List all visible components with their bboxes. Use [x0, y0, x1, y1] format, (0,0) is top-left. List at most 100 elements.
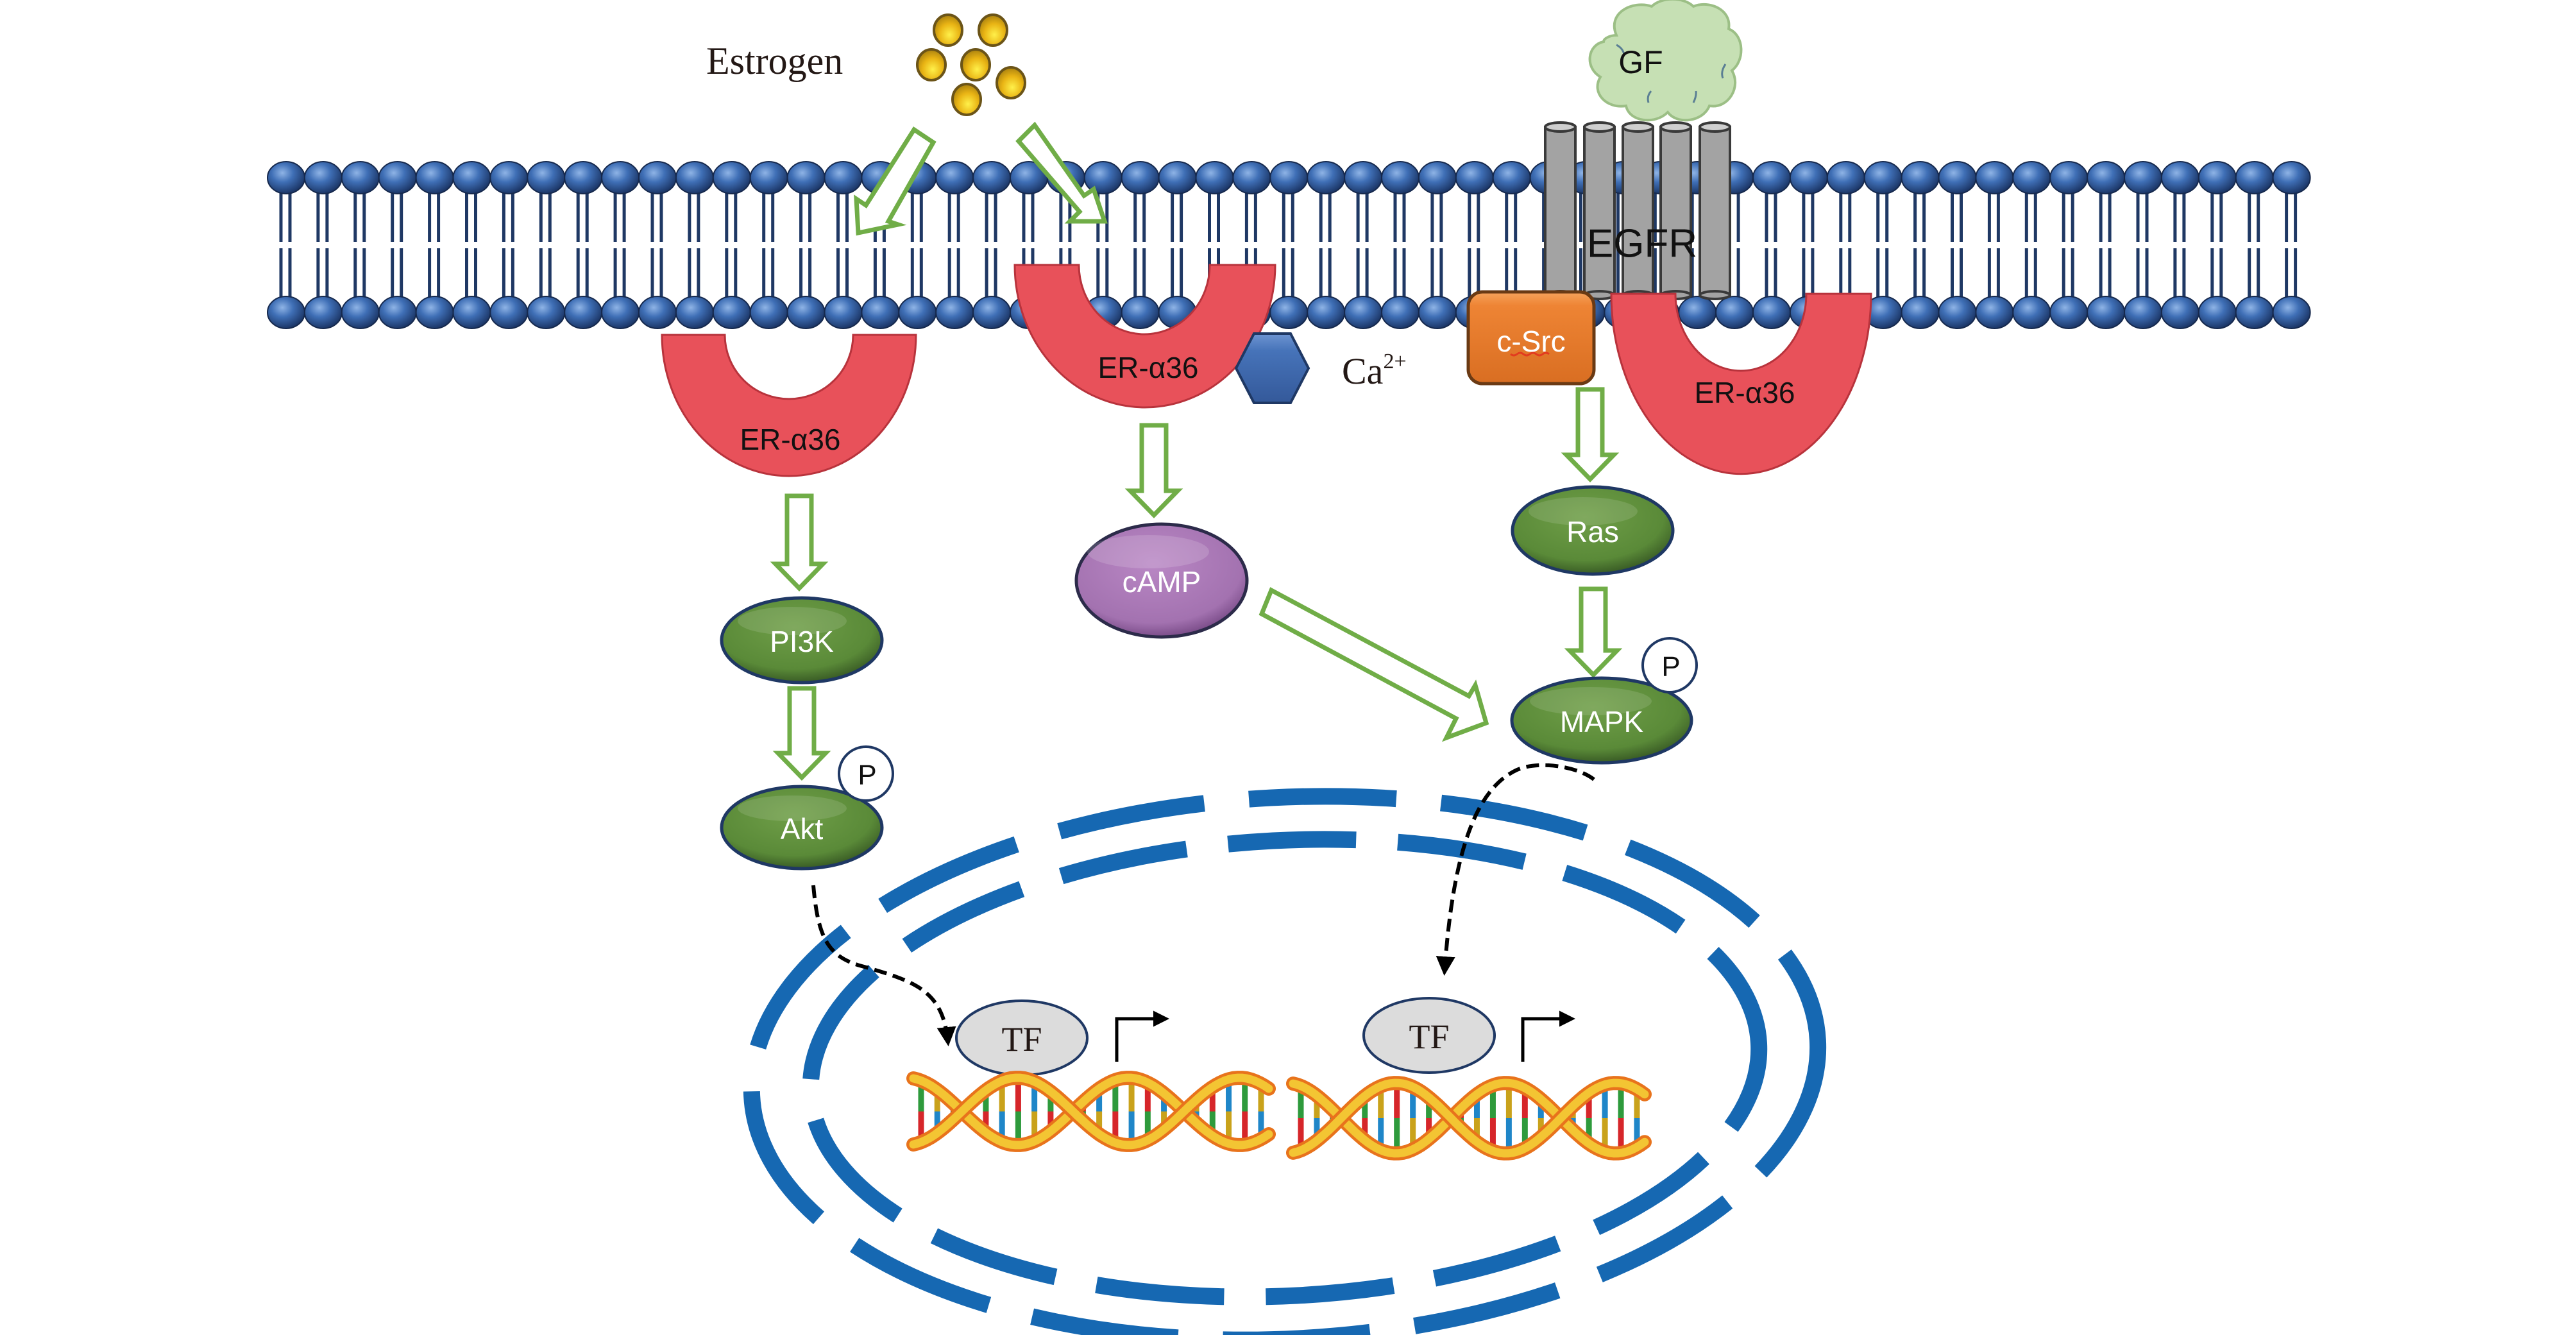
mapk-phospho-circle: [1641, 637, 1698, 693]
akt-phospho-circle: [838, 745, 894, 802]
plasma-membrane: [267, 161, 2311, 329]
lipid-head: [2272, 296, 2311, 329]
lipid-head: [824, 296, 863, 329]
phospholipid-pair: [415, 161, 454, 329]
phospholipid-pair: [2235, 161, 2274, 329]
dna-backbone-highlight: [909, 1073, 1273, 1150]
lipid-head: [267, 296, 305, 329]
tf-right-node: [1362, 997, 1496, 1074]
phospholipid-pair: [1901, 161, 1940, 329]
egfr-receptor: [1544, 121, 1731, 300]
lipid-head: [564, 296, 603, 329]
phospholipid-pair: [601, 161, 640, 329]
lipid-head: [1789, 161, 1828, 194]
lipid-head: [2087, 296, 2126, 329]
phospholipid-pair: [972, 161, 1012, 329]
csrc-to-ras-arrow: [1561, 387, 1620, 483]
lipid-head: [1121, 161, 1160, 194]
lipid-head: [1678, 296, 1717, 329]
ras-node: [1511, 485, 1675, 576]
lipid-head: [2235, 296, 2274, 329]
lipid-head: [2272, 161, 2311, 194]
egfr-cylinder: [1699, 121, 1731, 300]
er-alpha36-left-label: ER-α36: [740, 423, 841, 456]
lipid-head: [1269, 296, 1309, 329]
lipid-head: [1938, 161, 1977, 194]
calcium-symbol: Ca: [1342, 350, 1383, 392]
lipid-head: [1492, 161, 1531, 194]
lipid-head: [601, 161, 640, 194]
camp-label: cAMP: [1123, 565, 1201, 599]
lipid-head: [1344, 296, 1383, 329]
phospholipid-pair: [527, 161, 566, 329]
calcium-ion-hexagon: [1234, 332, 1310, 404]
lipid-head: [972, 296, 1012, 329]
pi3k-to-akt-arrow: [772, 686, 831, 781]
calcium-label: Ca2+: [1342, 350, 1407, 392]
lipid-head: [749, 296, 788, 329]
lipid-head: [2235, 161, 2274, 194]
lipid-head: [1752, 296, 1791, 329]
phospholipid-pair: [1938, 161, 1977, 329]
phospholipid-pair: [1158, 161, 1197, 329]
estrogen-entry-arrow-right: [1015, 121, 1108, 224]
lipid-head: [2012, 296, 2051, 329]
tf-left-label: TF: [1001, 1020, 1042, 1059]
phospholipid-pair: [1418, 161, 1457, 329]
er-alpha36-middle: [1013, 264, 1276, 409]
phospholipid-pair: [564, 161, 603, 329]
er-to-camp-arrow: [1124, 423, 1183, 519]
phospholipid-pair: [749, 161, 788, 329]
er-to-pi3k-arrow: [770, 493, 829, 592]
phospholipid-pair: [452, 161, 491, 329]
phospholipid-pair: [1381, 161, 1419, 329]
phospholipid-pair: [2049, 161, 2089, 329]
lipid-head: [1975, 296, 2014, 329]
lipid-head: [415, 161, 454, 194]
lipid-head: [1381, 161, 1419, 194]
phospholipid-pair: [1863, 161, 1902, 329]
ras-to-mapk-arrow: [1564, 586, 1623, 679]
phospholipid-pair: [712, 161, 751, 329]
phospholipid-pair: [786, 161, 826, 329]
lipid-head: [1752, 161, 1791, 194]
lipid-head: [712, 161, 751, 194]
estrogen-molecule: [960, 48, 991, 81]
lipid-head: [1344, 161, 1383, 194]
phospholipid-pair: [341, 161, 380, 329]
lipid-head: [267, 161, 305, 194]
phospholipid-pair: [1975, 161, 2014, 329]
phospholipid-pair: [489, 161, 529, 329]
lipid-head: [2012, 161, 2051, 194]
lipid-head: [527, 161, 566, 194]
lipid-head: [378, 296, 417, 329]
lipid-head: [1232, 161, 1271, 194]
phospholipid-pair: [1269, 161, 1309, 329]
phospholipid-pair: [2198, 161, 2237, 329]
lipid-head: [1195, 161, 1234, 194]
lipid-head: [786, 296, 826, 329]
mapk-label: MAPK: [1560, 705, 1644, 738]
dna-backbone-highlight: [1289, 1078, 1649, 1158]
lipid-head: [2124, 296, 2162, 329]
er-alpha36-right: [1610, 293, 1872, 475]
lipid-head: [861, 296, 900, 329]
lipid-head: [564, 161, 603, 194]
lipid-head: [638, 161, 677, 194]
phospholipid-pair: [2272, 161, 2311, 329]
lipid-head: [2049, 161, 2089, 194]
lipid-head: [1715, 296, 1754, 329]
estrogen-molecule: [978, 13, 1008, 47]
lipid-head: [303, 161, 343, 194]
lipid-head: [527, 296, 566, 329]
dna-helix-right: [1286, 1076, 1652, 1161]
ras-label: Ras: [1566, 515, 1619, 548]
phospholipid-pair: [1344, 161, 1383, 329]
er-alpha36-right-label: ER-α36: [1695, 376, 1795, 409]
lipid-head: [2198, 296, 2237, 329]
er-alpha36-middle-label: ER-α36: [1098, 351, 1199, 384]
lipid-head: [786, 161, 826, 194]
er-alpha36-left: [661, 334, 917, 477]
lipid-head: [415, 296, 454, 329]
